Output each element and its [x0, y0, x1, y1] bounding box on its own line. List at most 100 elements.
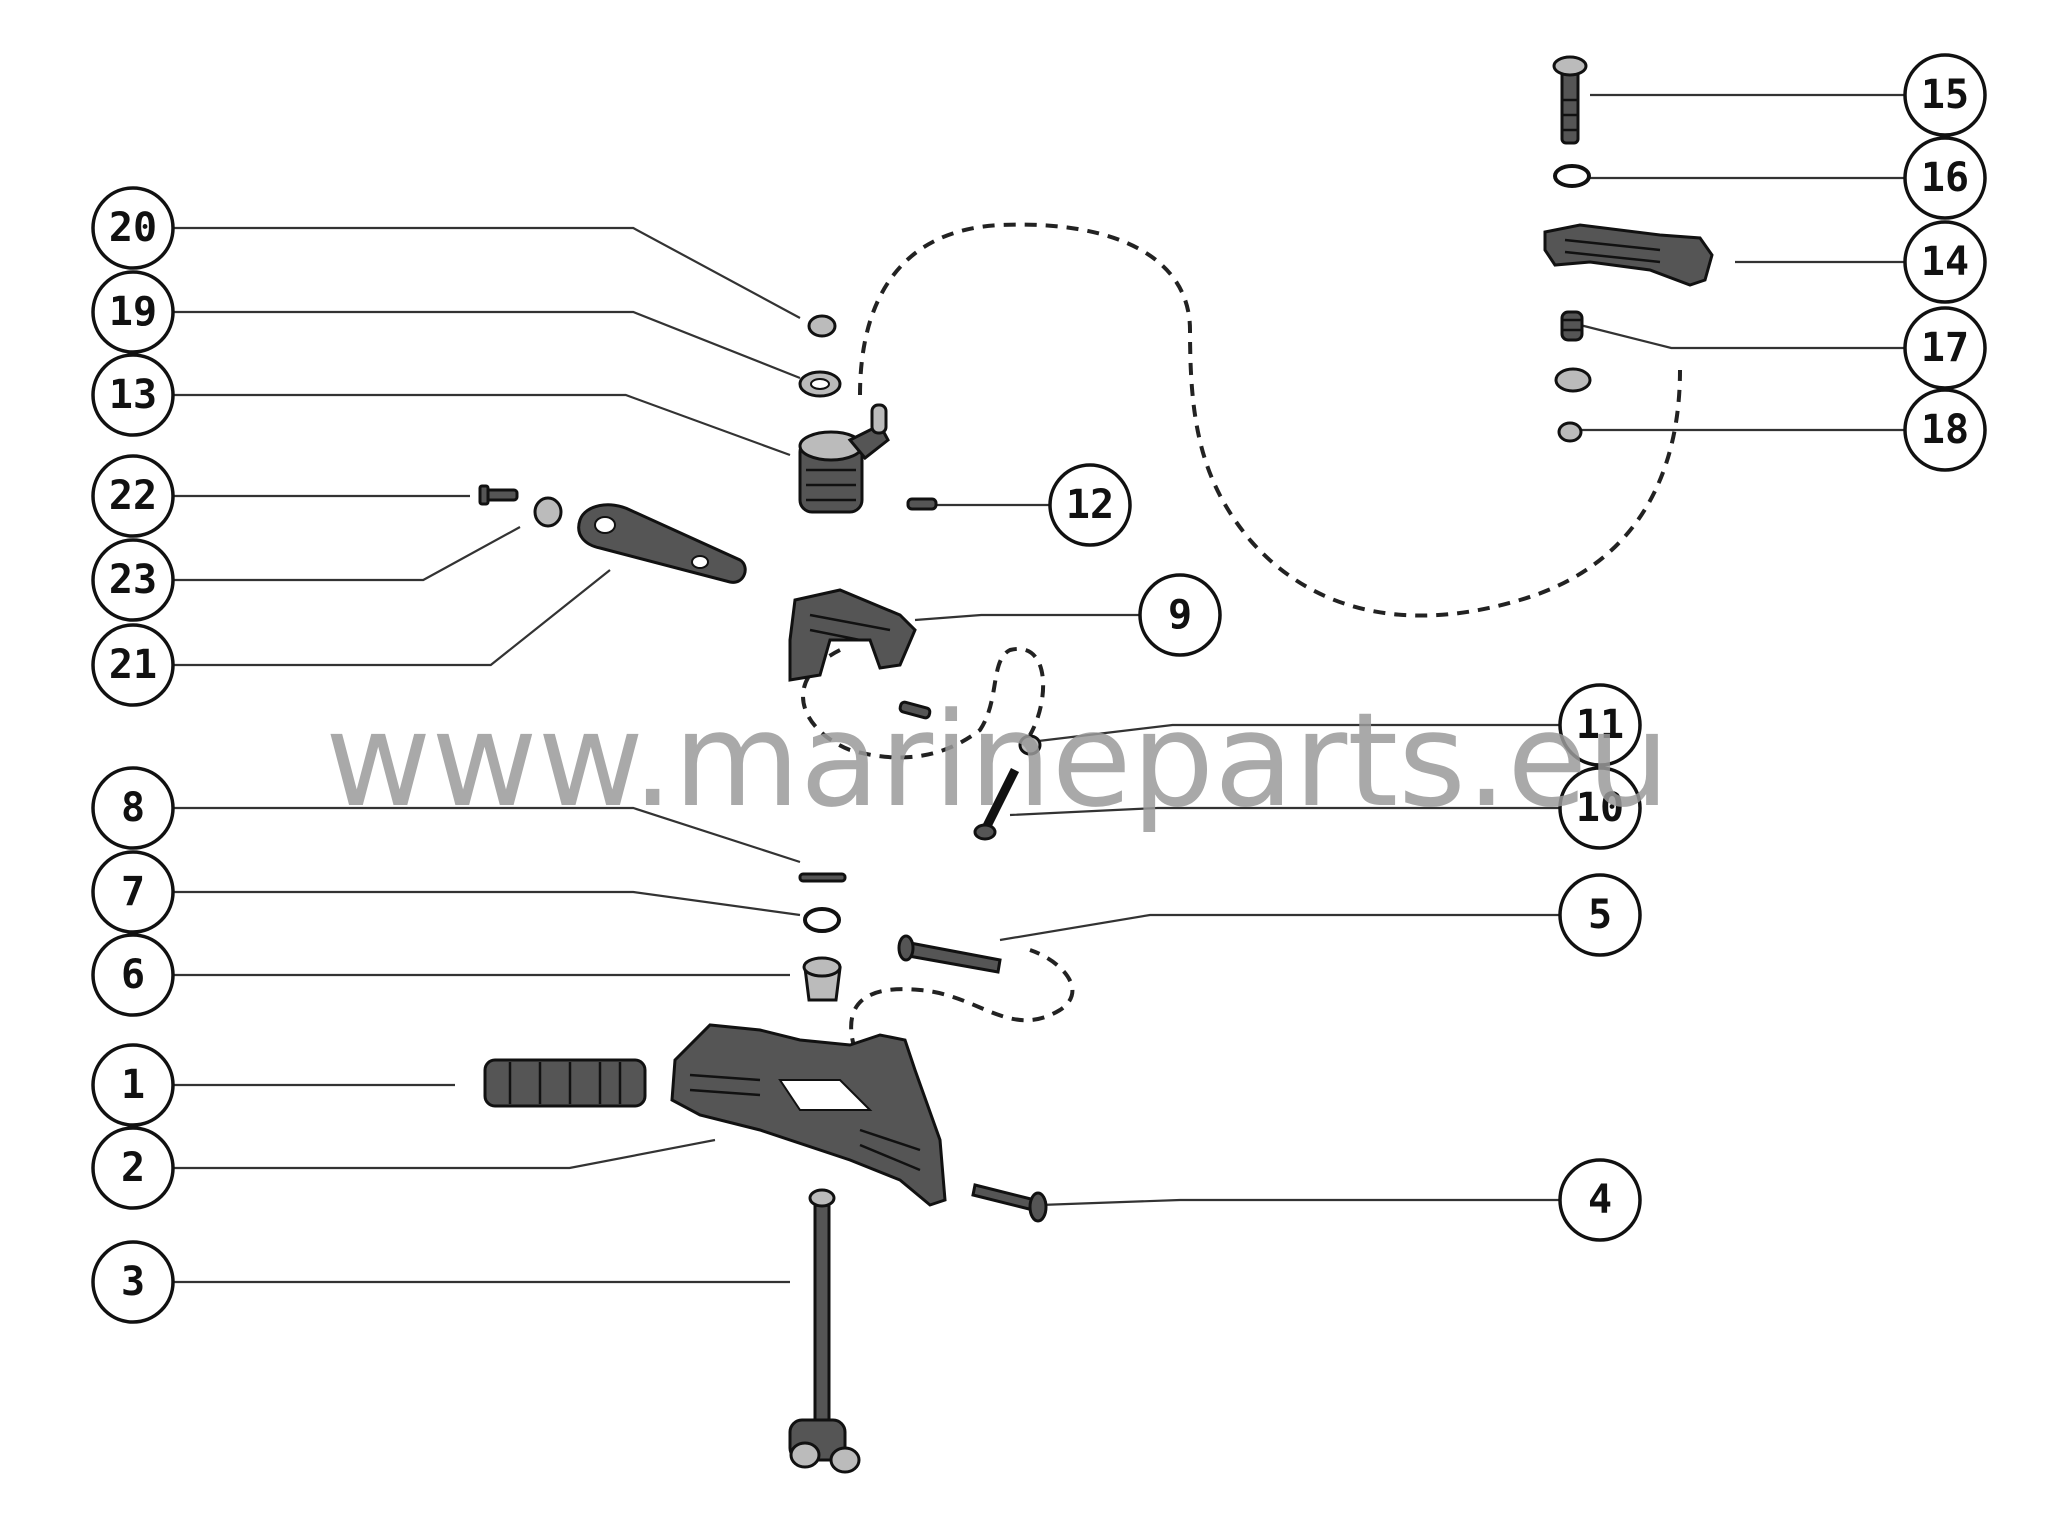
callout-number: 18	[1921, 407, 1969, 453]
part-nut-17b	[1554, 367, 1592, 393]
callout-number: 11	[1576, 702, 1624, 748]
part-pin-12	[906, 497, 938, 511]
callout-number: 1	[121, 1062, 145, 1108]
part-nut-18	[1557, 421, 1583, 443]
leader-line-8	[173, 806, 801, 864]
callout-3: 3	[91, 1240, 175, 1324]
callout-13: 13	[91, 353, 175, 437]
callout-number: 3	[121, 1259, 145, 1305]
callout-number: 6	[121, 952, 145, 998]
callout-number: 21	[109, 642, 157, 688]
part-washer-19-hole	[810, 378, 830, 390]
callout-1: 1	[91, 1043, 175, 1127]
part-bolt-15	[1552, 55, 1588, 145]
part-nut-11	[1018, 734, 1042, 756]
part-clip-8	[798, 872, 847, 883]
callout-number: 4	[1588, 1177, 1612, 1223]
callout-number: 22	[109, 473, 157, 519]
leader-line-9	[914, 613, 1140, 622]
leader-line-17	[1579, 323, 1905, 350]
callout-number: 9	[1168, 592, 1192, 638]
callout-circle	[91, 186, 175, 270]
callout-21: 21	[91, 623, 175, 707]
callout-23: 23	[91, 538, 175, 622]
callout-2: 2	[91, 1126, 175, 1210]
callout-19: 19	[91, 270, 175, 354]
callout-circle	[91, 454, 175, 538]
callout-circle	[1558, 683, 1642, 767]
callout-6: 6	[91, 933, 175, 1017]
callout-circle	[1558, 873, 1642, 957]
callout-circle	[1048, 463, 1132, 547]
callout-number: 14	[1921, 239, 1969, 285]
callout-circle	[91, 933, 175, 1017]
callout-circle	[91, 1240, 175, 1324]
part-nut-20	[807, 314, 837, 338]
callout-number: 23	[109, 557, 157, 603]
callout-15: 15	[1903, 53, 1987, 137]
part-washer-23	[533, 496, 563, 528]
leader-line-7	[173, 890, 801, 917]
callout-8: 8	[91, 766, 175, 850]
part-screw-10	[973, 767, 1020, 841]
parts	[478, 55, 1714, 1474]
callout-circle	[1903, 388, 1987, 472]
callout-10: 10	[1558, 766, 1642, 850]
leader-line-10	[1009, 806, 1560, 817]
callout-20: 20	[91, 186, 175, 270]
watermark-text: www.marineparts.eu	[325, 684, 1670, 836]
callout-circle	[91, 766, 175, 850]
part-bracket-9	[788, 588, 917, 682]
part-oring-7	[803, 907, 841, 933]
part-rod-3	[788, 1188, 861, 1474]
callout-number: 5	[1588, 892, 1612, 938]
callout-number: 13	[109, 372, 157, 418]
callout-circle	[91, 1043, 175, 1127]
part-bushing-6	[802, 956, 842, 1002]
part-washer-16	[1553, 164, 1591, 188]
callout-number: 20	[109, 205, 157, 251]
leader-line-20	[173, 226, 801, 319]
leader-line-13	[173, 393, 791, 457]
part-spring-link	[898, 700, 932, 720]
callout-circle	[1558, 766, 1642, 850]
callout-circle	[1903, 53, 1987, 137]
callout-7: 7	[91, 850, 175, 934]
leader-lines	[173, 93, 1905, 1284]
callout-number: 15	[1921, 72, 1969, 118]
callout-circle	[91, 353, 175, 437]
leader-line-4	[1039, 1198, 1560, 1207]
dashed-path-lower	[849, 948, 1075, 1051]
callout-11: 11	[1558, 683, 1642, 767]
callout-4: 4	[1558, 1158, 1642, 1242]
dashed-path-upper	[858, 222, 1682, 618]
callout-circle	[1903, 306, 1987, 390]
part-sleeve-1	[483, 1058, 647, 1108]
callout-circle	[91, 1126, 175, 1210]
callout-number: 7	[121, 869, 145, 915]
callout-circle	[91, 850, 175, 934]
callout-circle	[1558, 1158, 1642, 1242]
callout-number: 16	[1921, 155, 1969, 201]
callout-14: 14	[1903, 220, 1987, 304]
leader-line-11	[1029, 723, 1560, 744]
part-lever-13	[798, 403, 890, 514]
part-link-21	[577, 503, 747, 584]
part-screw-22	[478, 484, 519, 506]
callout-number: 10	[1576, 785, 1624, 831]
callout-circle	[1903, 220, 1987, 304]
callout-circle	[1903, 136, 1987, 220]
part-spring-17	[1560, 310, 1584, 342]
part-pin-5	[897, 934, 1002, 974]
assembly-paths	[801, 222, 1682, 1051]
callout-number: 8	[121, 785, 145, 831]
callout-circle	[91, 538, 175, 622]
leader-line-19	[173, 310, 801, 380]
leader-line-21	[173, 569, 611, 667]
leader-line-2	[173, 1138, 716, 1170]
callout-12: 12	[1048, 463, 1132, 547]
callout-circle	[91, 270, 175, 354]
part-housing-2	[670, 1023, 947, 1207]
